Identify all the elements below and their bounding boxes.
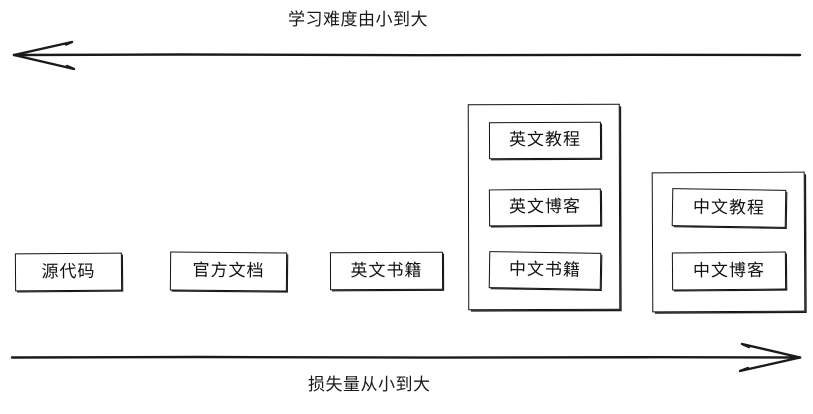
arrow-right-icon [10, 342, 802, 373]
node-label: 中文书籍 [508, 259, 582, 281]
node-chinese-tutorial[interactable]: 中文教程 [671, 188, 787, 228]
top-axis-label: 学习难度由小到大 [288, 10, 428, 30]
arrow-left-icon [12, 40, 802, 71]
node-label: 中文博客 [692, 260, 766, 281]
node-label: 英文教程 [508, 129, 582, 151]
node-label: 英文书籍 [350, 260, 423, 281]
node-official-docs[interactable]: 官方文档 [169, 251, 288, 292]
node-label: 中文教程 [692, 196, 766, 219]
node-chinese-blog[interactable]: 中文博客 [671, 251, 787, 291]
node-label: 源代码 [41, 261, 96, 282]
node-label: 英文博客 [508, 196, 582, 218]
node-label: 官方文档 [192, 260, 265, 282]
node-english-blog[interactable]: 英文博客 [488, 188, 602, 227]
node-english-books[interactable]: 英文书籍 [329, 251, 444, 291]
node-chinese-books[interactable]: 中文书籍 [488, 251, 602, 290]
node-english-tutorial[interactable]: 英文教程 [488, 121, 602, 160]
bottom-axis-label: 损失量从小到大 [308, 375, 431, 395]
node-source-code[interactable]: 源代码 [14, 252, 123, 292]
top-axis-arrow [12, 40, 802, 71]
bottom-axis-arrow [10, 342, 802, 373]
